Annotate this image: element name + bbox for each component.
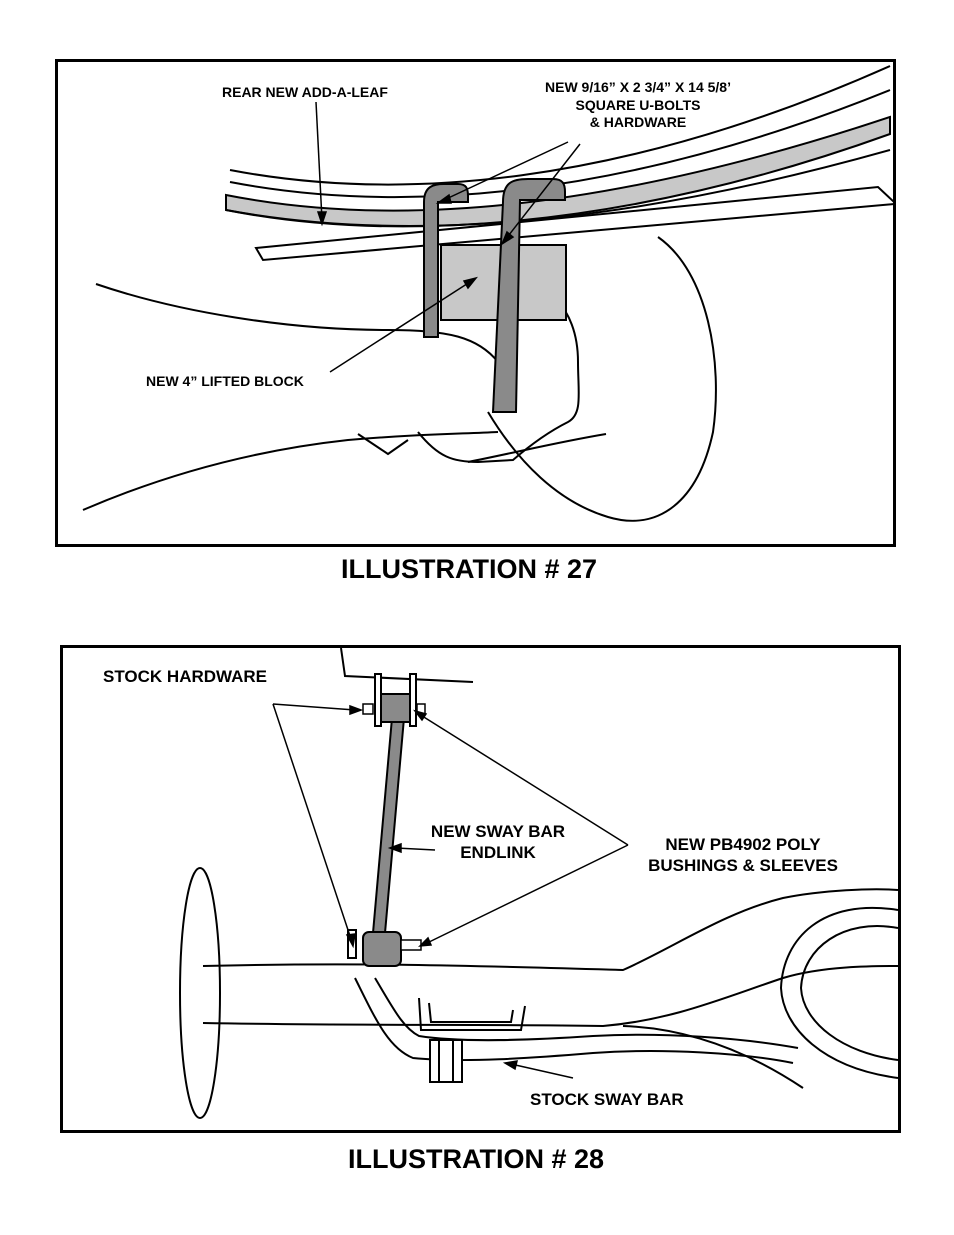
sway-bar-bracket bbox=[418, 997, 526, 1031]
u-bolt-left bbox=[423, 183, 469, 338]
axle-right bbox=[467, 433, 607, 463]
brake-drum bbox=[179, 867, 221, 1119]
label-endlink-line1: NEW SWAY BAR bbox=[430, 822, 566, 841]
bottom-bolt-end bbox=[400, 939, 422, 951]
sway-bar-bracket-inner bbox=[428, 1002, 514, 1023]
illustration-27-panel: REAR NEW ADD-A-LEAF NEW 9/16” X 2 3/4” X… bbox=[55, 59, 896, 547]
caption-illustration-28: ILLUSTRATION # 28 bbox=[348, 1144, 605, 1174]
label-endlink-line2: ENDLINK bbox=[460, 843, 536, 863]
top-poly-bushing bbox=[380, 693, 411, 723]
label-u-bolts-line2: SQUARE U-BOLTS bbox=[575, 96, 701, 113]
leaf-1 bbox=[229, 65, 891, 186]
axle-bottom bbox=[202, 965, 898, 1028]
top-bolt-head bbox=[362, 703, 374, 715]
label-endlink: NEW SWAY BAR ENDLINK bbox=[408, 821, 588, 864]
right-wheel-outer bbox=[779, 906, 898, 1079]
label-bushings-line1: NEW PB4902 POLY bbox=[665, 835, 821, 854]
spring-lower bbox=[622, 1025, 804, 1089]
wheel-outline bbox=[487, 236, 717, 522]
sway-bar-drawing bbox=[179, 648, 898, 1119]
label-bushings-line2: BUSHINGS & SLEEVES bbox=[648, 856, 838, 876]
caption-illustration-27: ILLUSTRATION # 27 bbox=[341, 554, 598, 584]
leader-stock-hardware-top bbox=[272, 703, 356, 711]
frame-bracket bbox=[340, 648, 474, 683]
sway-bar-clamp bbox=[429, 1039, 463, 1083]
endlink-rod bbox=[371, 717, 406, 934]
axle-housing-lower bbox=[357, 433, 409, 456]
leaf-spring-drawing bbox=[82, 65, 893, 522]
axle-upper bbox=[95, 283, 499, 363]
right-wheel-inner bbox=[799, 925, 898, 1061]
leader-ubolts-left bbox=[443, 141, 569, 201]
bottom-poly-bushing bbox=[362, 931, 402, 967]
sway-bar-lower bbox=[354, 977, 794, 1064]
label-bushings: NEW PB4902 POLY BUSHINGS & SLEEVES bbox=[628, 834, 858, 877]
axle-lower bbox=[82, 431, 499, 511]
leader-add-a-leaf bbox=[315, 101, 323, 221]
axle-top bbox=[202, 888, 898, 972]
label-u-bolts: NEW 9/16” X 2 3/4” X 14 5/8’ SQUARE U-BO… bbox=[513, 79, 763, 132]
label-stock-sway-bar: STOCK SWAY BAR bbox=[530, 1090, 684, 1109]
leader-bushings-top bbox=[418, 713, 629, 846]
label-add-a-leaf: REAR NEW ADD-A-LEAF bbox=[222, 84, 388, 100]
label-u-bolts-line3: & HARDWARE bbox=[589, 114, 687, 130]
leader-bushings-bottom bbox=[424, 844, 629, 945]
leader-ubolts-right bbox=[504, 143, 581, 241]
label-u-bolts-line1: NEW 9/16” X 2 3/4” X 14 5/8’ bbox=[545, 79, 731, 95]
illustration-28-panel: STOCK HARDWARE NEW SWAY BAR ENDLINK NEW … bbox=[60, 645, 901, 1133]
leader-stock-sway-bar bbox=[510, 1063, 574, 1079]
leader-endlink bbox=[395, 847, 436, 851]
label-lifted-block: NEW 4” LIFTED BLOCK bbox=[146, 373, 304, 389]
spring-plate bbox=[254, 185, 893, 262]
leader-stock-hardware-bottom bbox=[272, 703, 353, 943]
leader-lifted-block bbox=[329, 279, 474, 373]
axle-housing bbox=[417, 301, 580, 464]
sway-bar-upper bbox=[374, 977, 799, 1049]
label-stock-hardware: STOCK HARDWARE bbox=[103, 667, 268, 686]
